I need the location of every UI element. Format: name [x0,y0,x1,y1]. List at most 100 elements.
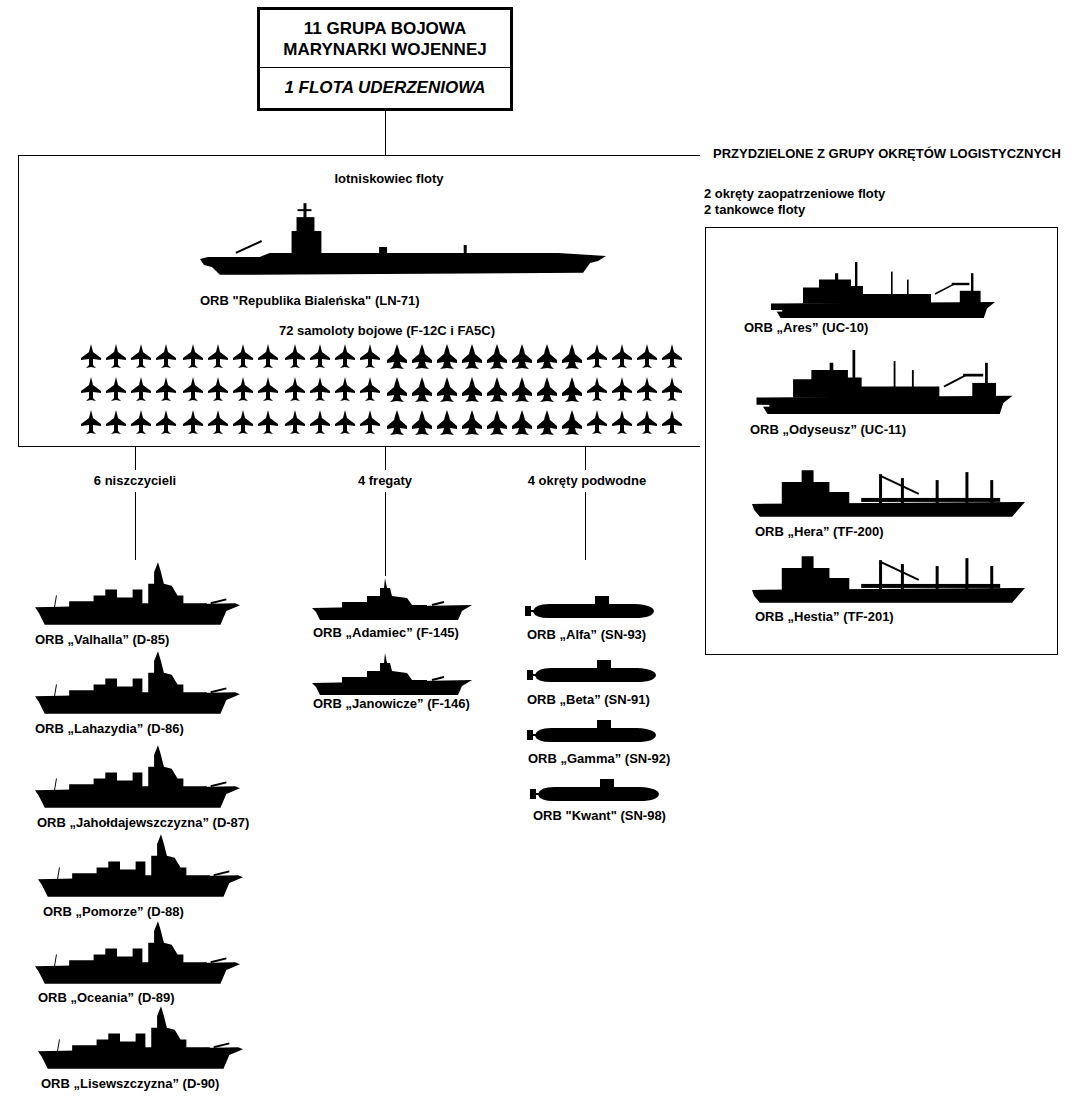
aircraft-icon [183,344,203,368]
aircraft-icon [662,410,682,434]
ship-name: ORB „Adamiec” (F-145) [311,625,461,641]
aircraft-icon [462,344,482,369]
subtitle-text: 1 FLOTA UDERZENIOWA [260,68,510,108]
ship-name: ORB „Valhalla” (D-85) [33,632,171,648]
aircraft-icon [637,377,657,401]
aircraft-icon [487,377,507,402]
aircraft-icon [387,410,407,435]
aircraft-icon [637,410,657,434]
aircraft-icon [106,344,126,368]
aircraft-icon [81,377,101,401]
ship-name: ORB „Pomorze” (D-88) [41,904,186,920]
aircraft-icon [335,410,355,434]
aircraft-group [81,344,682,435]
aircraft-icon [512,410,532,435]
aircraft-icon [233,344,253,368]
submarine-silhouette [525,596,654,618]
aircraft-icon [335,344,355,368]
aircraft-icon [412,410,432,435]
aircraft-icon [537,377,557,402]
aircraft-icon [156,410,176,434]
aircraft-carrier [200,203,606,275]
aircraft-icon [587,410,607,434]
frigate-silhouette [312,578,472,620]
aircraft-icon [285,344,305,368]
title-text: 11 GRUPA BOJOWA MARYNARKI WOJENNEJ [260,10,510,68]
aircraft-icon [156,344,176,368]
group-heading: 2 okręty zaopatrzeniowe floty [702,186,887,202]
aircraft-icon [310,410,330,434]
aircraft-icon [285,410,305,434]
destroyer-silhouette [38,834,243,896]
aircraft-icon [258,377,278,401]
aircraft-icon [587,377,607,401]
supply-ship-silhouette [757,350,1013,414]
aircraft-icon [106,410,126,434]
aircraft-icon [258,344,278,368]
branch-line [585,492,586,560]
frigate-silhouette [312,653,472,695]
aircraft-icon [183,377,203,401]
aircraft-icon [233,410,253,434]
aircraft-icon [131,410,151,434]
section-heading: PRZYDZIELONE Z GRUPY OKRĘTÓW LOGISTYCZNY… [711,146,1063,162]
aircraft-icon [537,410,557,435]
ship-name: ORB „Gamma” (SN-92) [526,751,672,767]
group-heading: 2 tankowce floty [702,202,807,218]
ship-name: ORB „Hestia” (TF-201) [753,609,896,625]
aircraft-icon [81,410,101,434]
ship-name: ORB "Kwant" (SN-98) [531,808,668,824]
aircraft-icon [612,377,632,401]
group-heading: lotniskowiec floty [332,171,445,187]
branch-line [385,492,386,576]
aircraft-icon [637,344,657,368]
aircraft-icon [183,410,203,434]
aircraft-icon [662,377,682,401]
connector-line [385,110,386,155]
aircraft-icon [612,410,632,434]
aircraft-icon [360,377,380,401]
aircraft-icon [387,344,407,369]
submarine-silhouette [527,660,656,682]
ship-name: ORB „Alfa” (SN-93) [525,627,648,643]
aircraft-icon [131,344,151,368]
aircraft-icon [285,377,305,401]
branch-line [585,447,586,470]
ship-name: ORB „Odyseusz” (UC-11) [748,422,908,438]
aircraft-icon [208,377,228,401]
ship-name: ORB „Janowicze” (F-146) [311,696,472,712]
aircraft-icon [258,410,278,434]
aircraft-icon [512,377,532,402]
aircraft-icon [437,410,457,435]
aircraft-icon [487,410,507,435]
aircraft-icon [387,377,407,402]
aircraft-icon [562,410,582,435]
supply-ship-silhouette [771,262,995,318]
aircraft-icon [462,410,482,435]
aircraft-icon [310,344,330,368]
destroyer-silhouette [35,562,240,624]
destroyer-silhouette [35,651,240,713]
aircraft-icon [512,344,532,369]
group-heading: 4 okręty podwodne [526,473,648,489]
title-box: 11 GRUPA BOJOWA MARYNARKI WOJENNEJ1 FLOT… [258,8,512,110]
aircraft-icon [412,377,432,402]
aircraft-icon [81,344,101,368]
aircraft-caption: 72 samoloty bojowe (F-12C i FA5C) [277,323,497,339]
aircraft-icon [587,344,607,368]
ship-name: ORB „Hera” (TF-200) [753,524,886,540]
destroyer-silhouette [35,745,240,807]
aircraft-icon [437,344,457,369]
ship-name: ORB „Ares” (UC-10) [742,320,870,336]
submarine-silhouette [530,779,659,801]
aircraft-icon [131,377,151,401]
ship-name: ORB „Lahazydia” (D-86) [33,721,186,737]
branch-lines [136,447,586,576]
aircraft-icon [612,344,632,368]
logistics-box: 2 okręty zaopatrzeniowe floty2 tankowce … [705,227,1058,655]
tanker-silhouette [752,556,1025,603]
aircraft-icon [106,377,126,401]
aircraft-icon [562,377,582,402]
